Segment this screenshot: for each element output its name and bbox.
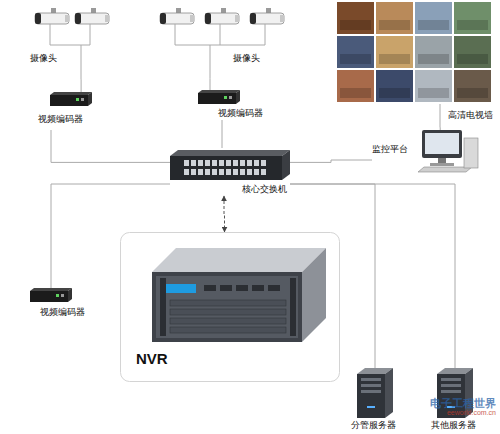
- device-label: 高清电视墙: [448, 110, 493, 121]
- network-link: [51, 130, 170, 162]
- nvr-panel: NVR: [120, 232, 340, 382]
- device-title: NVR: [136, 350, 168, 368]
- monitor-platform: 监控平台: [372, 130, 482, 180]
- device-label: 视频编码器: [40, 307, 85, 318]
- monitor-platform-icon: [372, 130, 482, 180]
- watermark: 电子工程世界: [430, 396, 496, 411]
- device-label: 摄像头: [233, 53, 260, 64]
- video-encoder-icon: [30, 92, 100, 130]
- camera-group: 摄像头: [155, 5, 295, 67]
- device-label: 摄像头: [30, 53, 57, 64]
- network-link: [290, 160, 372, 162]
- watermark: eeworld.com.cn: [447, 409, 496, 416]
- network-link: [210, 67, 211, 90]
- device-label: 视频编码器: [218, 108, 263, 119]
- video-wall: 高清电视墙: [335, 0, 495, 125]
- camera-group: 摄像头: [30, 5, 115, 67]
- network-link: [222, 120, 223, 148]
- device-label: 分管服务器: [351, 420, 396, 431]
- video-encoder: 视频编码器: [30, 92, 100, 130]
- network-link: [440, 125, 441, 130]
- server: 分管服务器: [345, 368, 405, 432]
- network-link: [81, 67, 82, 92]
- network-link: [224, 196, 226, 232]
- device-label: 核心交换机: [242, 184, 287, 195]
- device-label: 监控平台: [372, 144, 408, 155]
- camera-group-icon: [155, 5, 295, 67]
- core-switch: 核心交换机: [170, 148, 290, 196]
- device-label: 视频编码器: [38, 114, 83, 125]
- video-encoder: 视频编码器: [198, 90, 278, 120]
- video-encoder: 视频编码器: [30, 288, 100, 320]
- video-wall-icon: [335, 0, 495, 125]
- device-label: 其他服务器: [431, 420, 476, 431]
